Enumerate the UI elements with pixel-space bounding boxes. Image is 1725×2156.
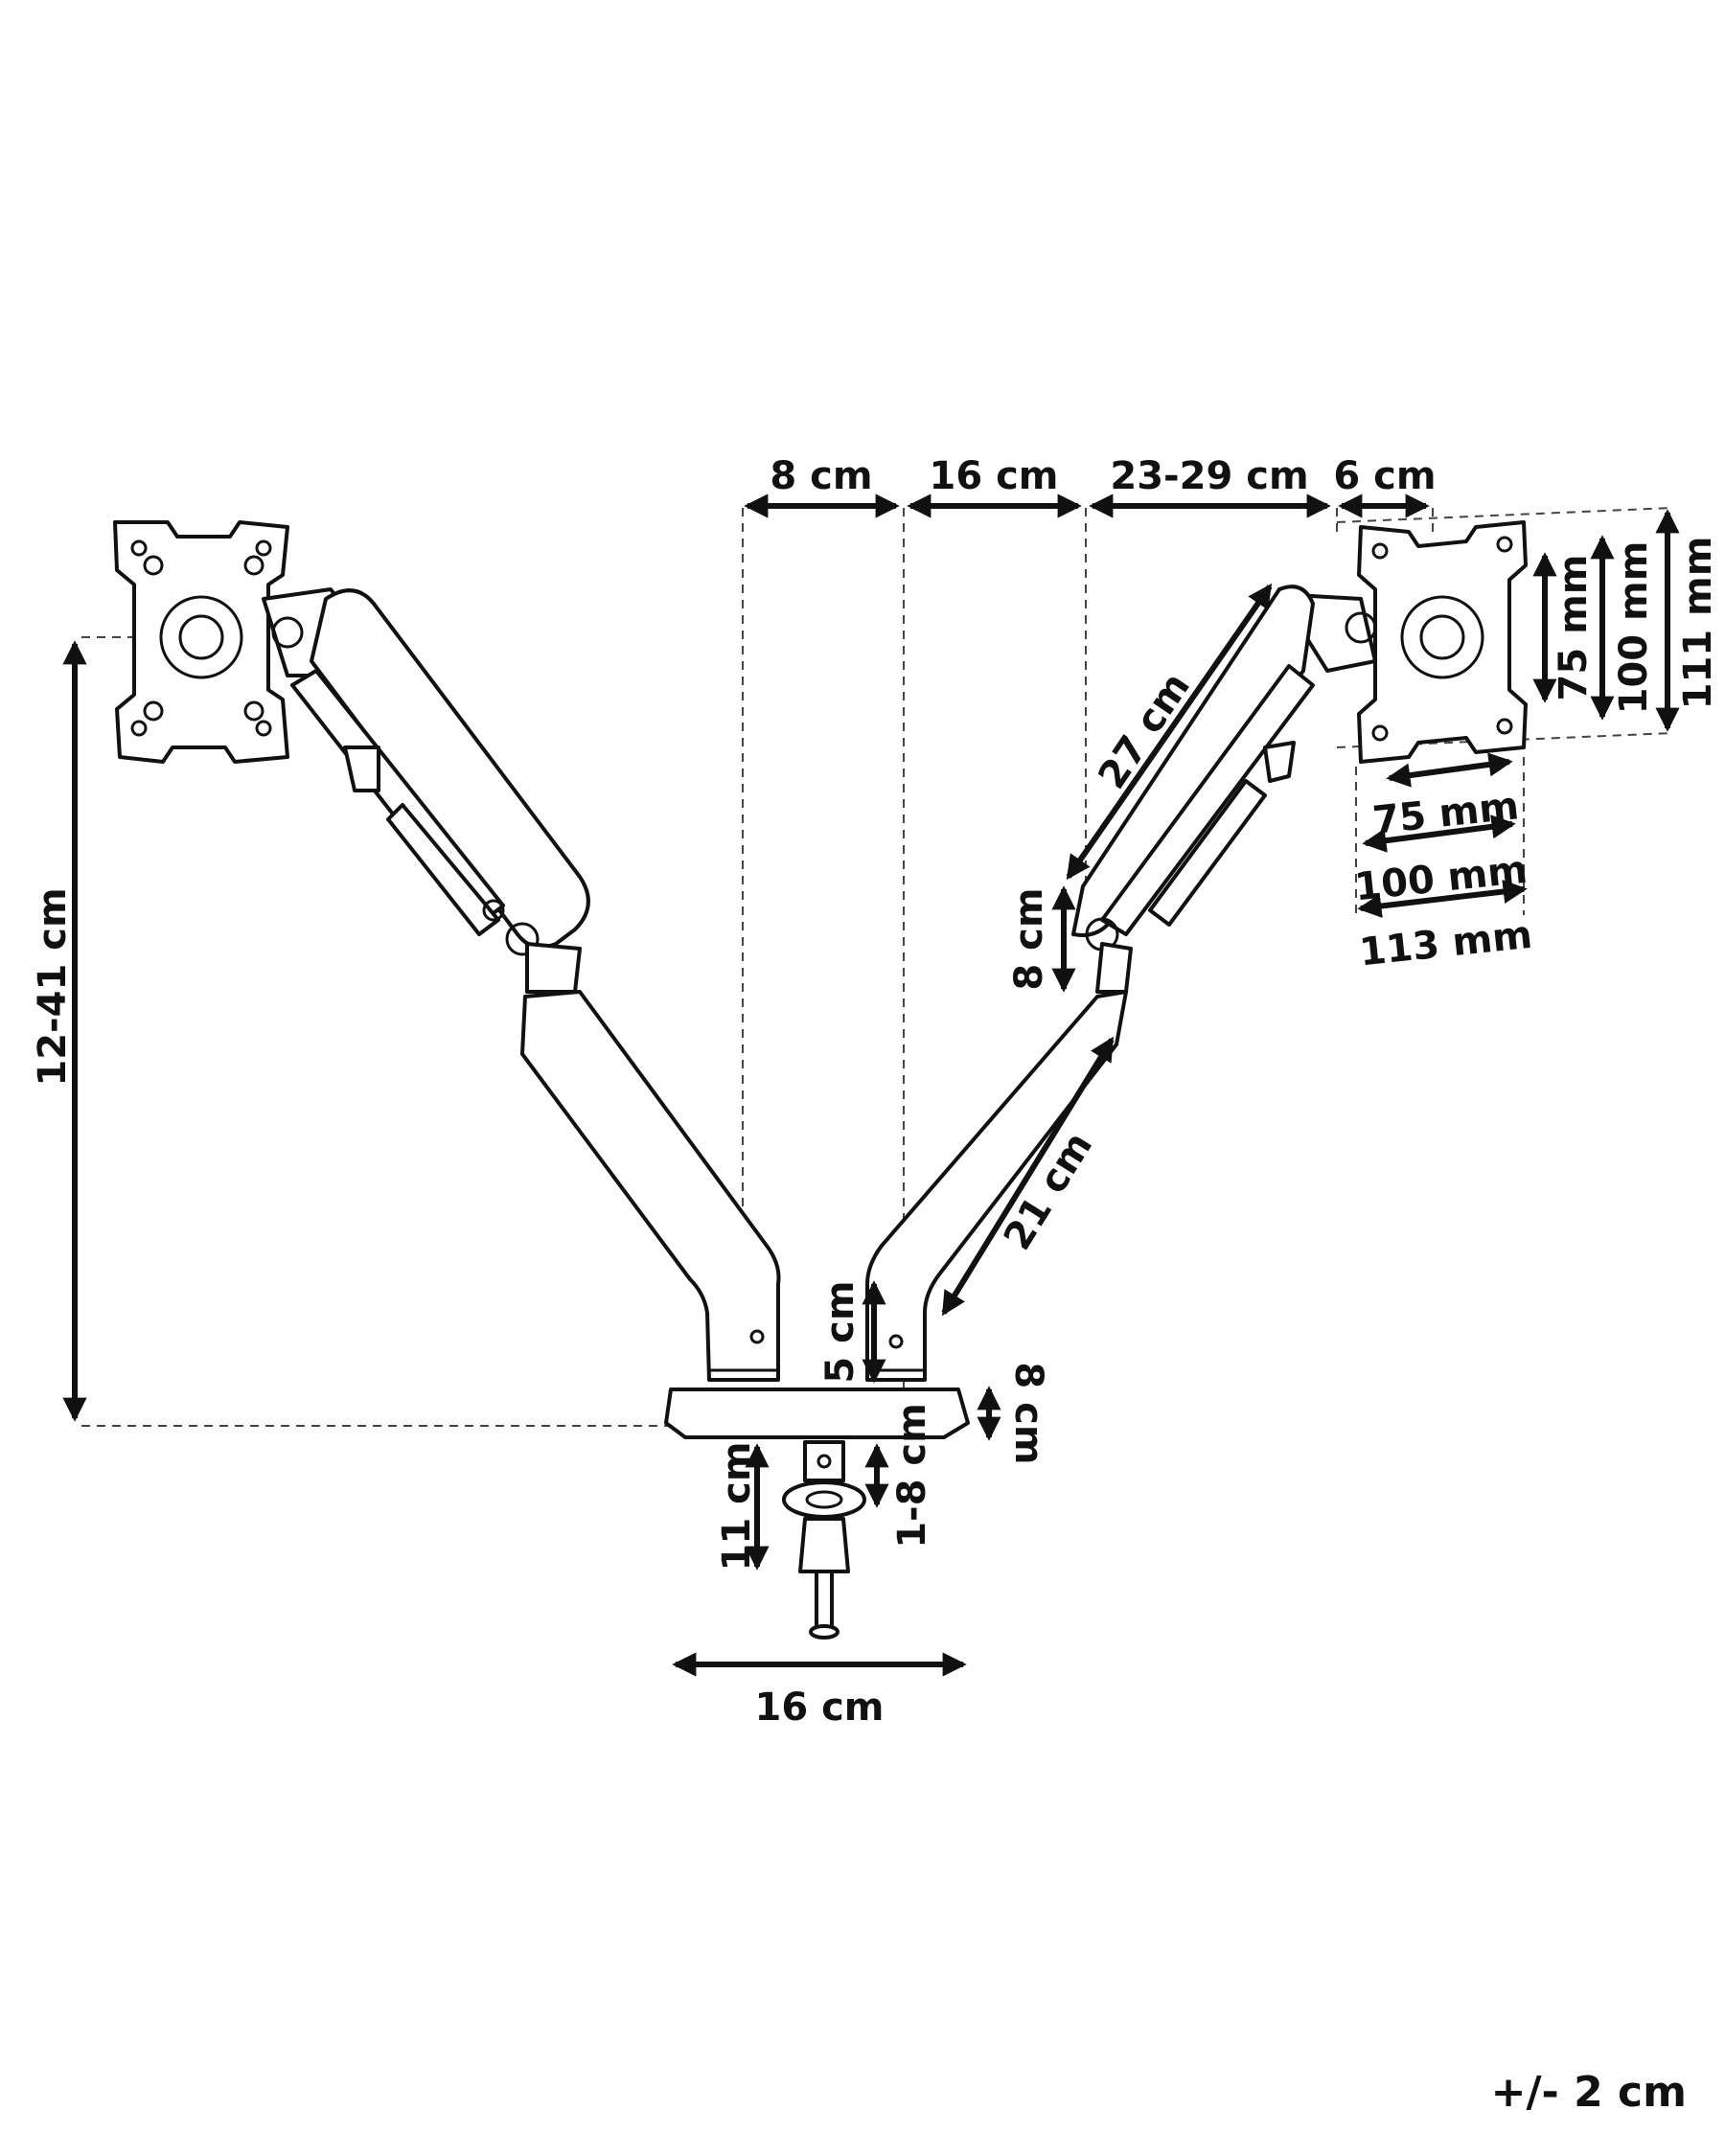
label-vesa-h-75: 75 mm <box>1370 784 1521 843</box>
label-vesa-h-100: 100 mm <box>1352 848 1530 910</box>
label-clamp-height: 11 cm <box>715 1442 759 1571</box>
label-pole-height: 5 cm <box>818 1280 862 1383</box>
left-vesa-plate <box>113 520 289 764</box>
reference-lines <box>81 507 1673 1427</box>
right-monitor-arm <box>865 585 1377 1382</box>
label-base-thickness: 8 cm <box>1006 1362 1050 1464</box>
label-vesa-v-111: 111 mm <box>1676 537 1720 710</box>
tolerance-note: +/- 2 cm <box>1491 2068 1687 2117</box>
label-vesa-v-75: 75 mm <box>1552 555 1596 701</box>
dimension-lines <box>62 493 1680 1677</box>
label-desk-thickness: 1-8 cm <box>890 1403 934 1548</box>
label-top-reach: 23-29 cm <box>1110 454 1308 498</box>
label-height-range: 12-41 cm <box>31 887 75 1086</box>
label-elbow-height: 8 cm <box>1007 887 1051 990</box>
label-base-width: 16 cm <box>755 1686 885 1730</box>
label-vesa-v-100: 100 mm <box>1612 541 1656 715</box>
right-vesa-plate <box>1357 520 1528 764</box>
label-top-left-gap: 8 cm <box>770 454 872 498</box>
label-vesa-h-113: 113 mm <box>1357 913 1534 975</box>
desk-base-and-clamp <box>664 1388 970 1640</box>
label-top-vesa-depth: 6 cm <box>1333 454 1436 498</box>
label-top-center: 16 cm <box>930 454 1059 498</box>
left-monitor-arm <box>262 587 781 1382</box>
